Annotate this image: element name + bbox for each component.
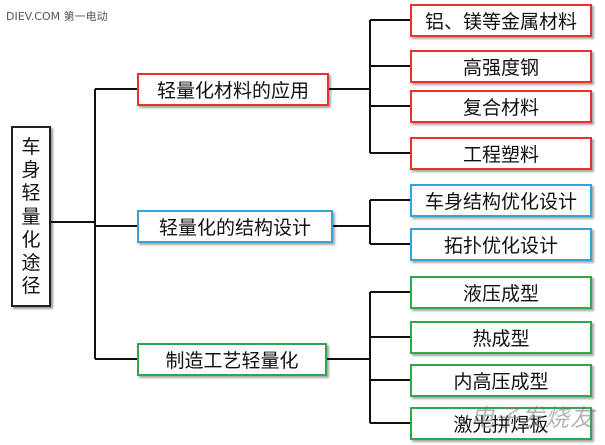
root-char: 途 [21, 251, 41, 274]
leaf-node: 液压成型 [410, 276, 592, 309]
root-char: 身 [21, 159, 41, 182]
leaf-node: 工程塑料 [410, 137, 592, 170]
branch-node-process: 制造工艺轻量化 [137, 343, 327, 376]
leaf-node: 激光拼焊板 [410, 407, 592, 440]
top-left-watermark: DIEV.COM 第一电动 [6, 10, 108, 23]
leaf-node: 车身结构优化设计 [410, 184, 592, 217]
leaf-node: 铝、镁等金属材料 [410, 4, 592, 37]
root-char: 车 [21, 136, 41, 159]
root-char: 化 [21, 228, 41, 251]
leaf-node: 复合材料 [410, 90, 592, 123]
leaf-node: 高强度钢 [410, 50, 592, 83]
bottom-right-watermark: 电子发烧友 [470, 403, 595, 432]
root-char: 轻 [21, 182, 41, 205]
leaf-node: 内高压成型 [410, 364, 592, 397]
leaf-node: 拓扑优化设计 [410, 228, 592, 261]
root-char: 径 [21, 274, 41, 297]
branch-node-materials: 轻量化材料的应用 [137, 73, 329, 106]
root-node: 车 身 轻 量 化 途 径 [11, 126, 51, 307]
branch-node-structure: 轻量化的结构设计 [137, 210, 333, 243]
leaf-node: 热成型 [410, 321, 592, 354]
root-char: 量 [21, 205, 41, 228]
